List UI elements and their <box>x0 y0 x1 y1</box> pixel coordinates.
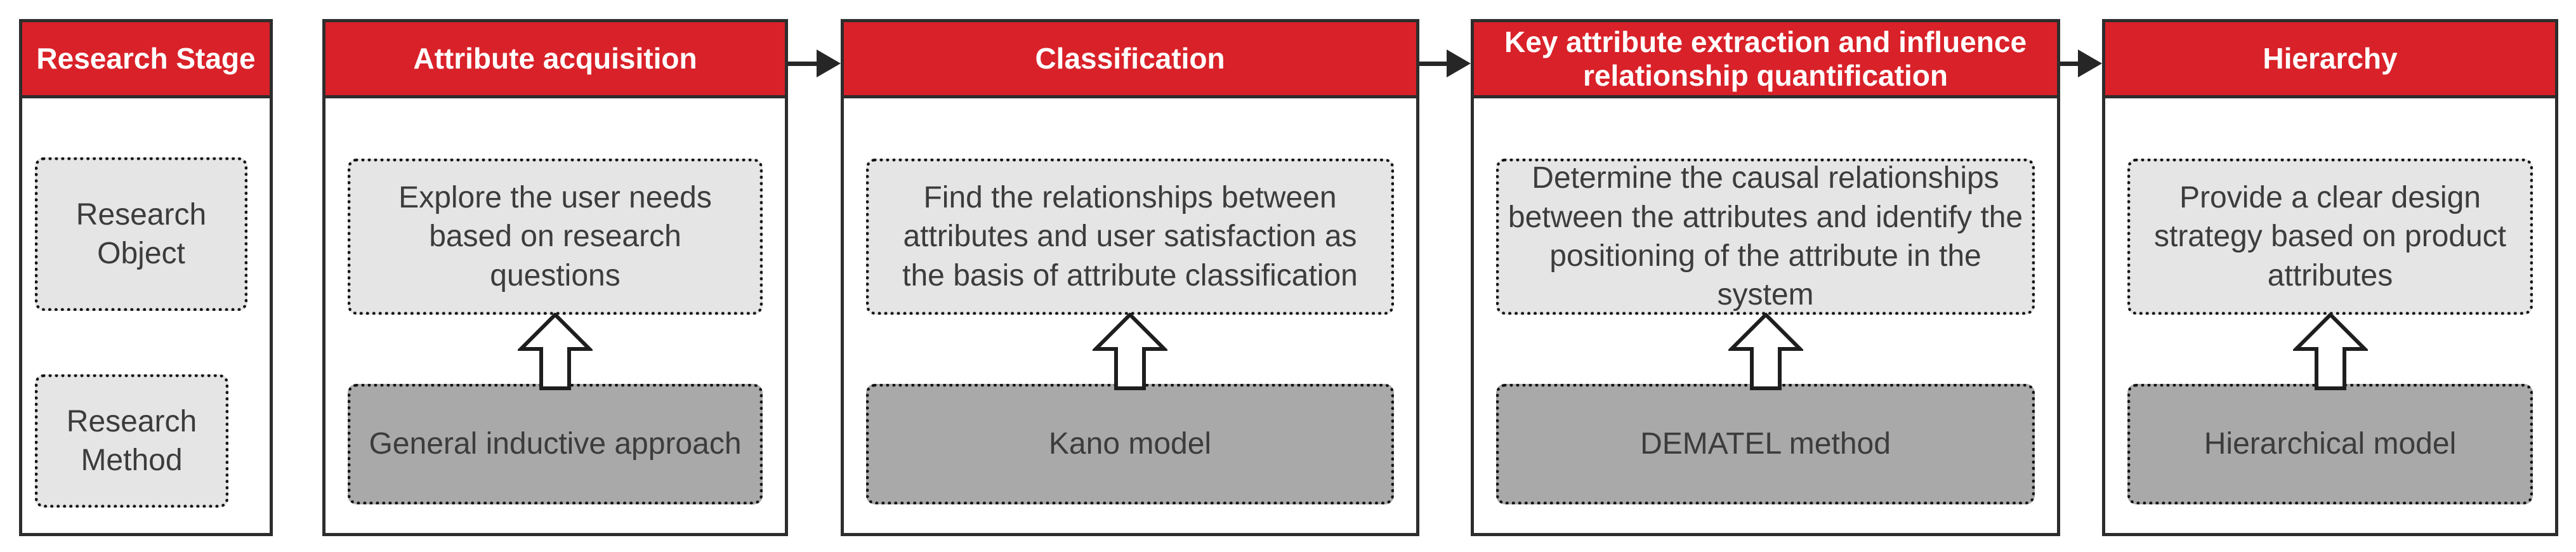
key-attribute-goal-box: Determine the causal relationships betwe… <box>1496 159 2035 315</box>
arrow-head <box>2078 49 2102 77</box>
attribute-acquisition-goal-box: Explore the user needs based on research… <box>348 159 763 315</box>
column-hierarchy: Hierarchy Provide a clear design strateg… <box>2102 19 2558 536</box>
column-header-attribute-acquisition: Attribute acquisition <box>325 22 785 98</box>
arrow-head <box>1447 49 1471 77</box>
arrow-shaft <box>2060 62 2079 66</box>
up-block-arrow-icon <box>1093 313 1167 390</box>
right-arrow-icon <box>788 49 841 77</box>
general-inductive-approach-box: General inductive approach <box>348 384 763 504</box>
column-header-classification: Classification <box>844 22 1416 98</box>
hierarchy-goal-box: Provide a clear design strategy based on… <box>2127 159 2533 315</box>
dematel-method-box: DEMATEL method <box>1496 384 2035 504</box>
column-header-hierarchy: Hierarchy <box>2105 22 2555 98</box>
research-object-box: Research Object <box>35 157 247 311</box>
arrow-shaft <box>788 62 818 66</box>
classification-goal-box: Find the relationships between attribute… <box>866 159 1394 315</box>
column-key-attribute-extraction: Key attribute extraction and influence r… <box>1471 19 2060 536</box>
column-header-research-stage: Research Stage <box>22 22 270 98</box>
right-arrow-icon <box>2060 49 2102 77</box>
hierarchical-model-box: Hierarchical model <box>2127 384 2533 504</box>
column-header-key-attribute-extraction: Key attribute extraction and influence r… <box>1474 22 2057 98</box>
column-attribute-acquisition: Attribute acquisition Explore the user n… <box>322 19 788 536</box>
column-classification: Classification Find the relationships be… <box>841 19 1419 536</box>
column-research-stage: Research Stage Research Object Research … <box>19 19 273 536</box>
right-arrow-icon <box>1419 49 1471 77</box>
arrow-head <box>817 49 841 77</box>
up-block-arrow-icon <box>518 313 593 390</box>
research-method-box: Research Method <box>35 374 228 508</box>
kano-model-box: Kano model <box>866 384 1394 504</box>
up-block-arrow-icon <box>2292 313 2368 390</box>
arrow-shaft <box>1419 62 1448 66</box>
up-block-arrow-icon <box>1728 313 1803 390</box>
